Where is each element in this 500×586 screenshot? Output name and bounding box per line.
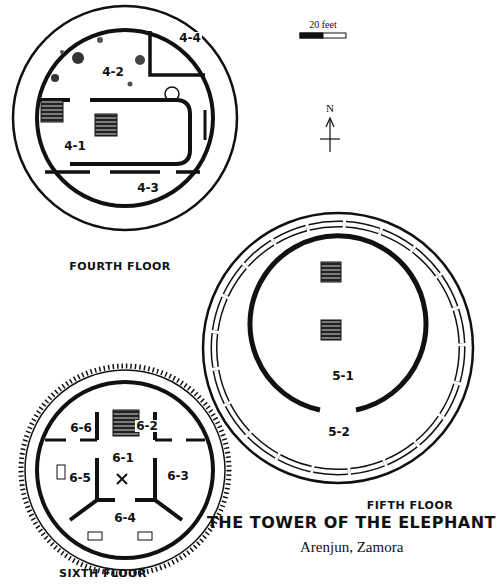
room-number: 5-2 — [327, 426, 351, 438]
north-arrow — [320, 118, 340, 152]
room-number: 6-6 — [69, 422, 93, 434]
scale-label: 20 feet — [309, 20, 337, 30]
fourth-floor-plan — [13, 6, 237, 230]
room-number: 4-4 — [178, 32, 202, 44]
floor-name: FIFTH FLOOR — [367, 500, 453, 511]
room-number: 4-2 — [101, 66, 125, 78]
sixth-floor-plan — [21, 366, 229, 574]
room-number: 6-2 — [135, 420, 159, 432]
map-title: THE TOWER OF THE ELEPHANT — [207, 515, 496, 531]
room-number: 6-1 — [111, 452, 135, 464]
floor-name: SIXTH FLOOR — [59, 568, 147, 579]
north-label: N — [326, 103, 334, 114]
room-number: 5-1 — [331, 370, 355, 382]
map-caption: Arenjun, Zamora — [300, 540, 403, 555]
fifth-floor-plan — [203, 213, 473, 483]
room-number: 4-1 — [63, 140, 87, 152]
room-number: 4-3 — [136, 182, 160, 194]
room-number: 6-3 — [166, 470, 190, 482]
room-number: 6-4 — [113, 512, 137, 524]
scale-bar — [300, 33, 346, 38]
floor-name: FOURTH FLOOR — [69, 261, 171, 272]
room-number: 6-5 — [68, 472, 92, 484]
